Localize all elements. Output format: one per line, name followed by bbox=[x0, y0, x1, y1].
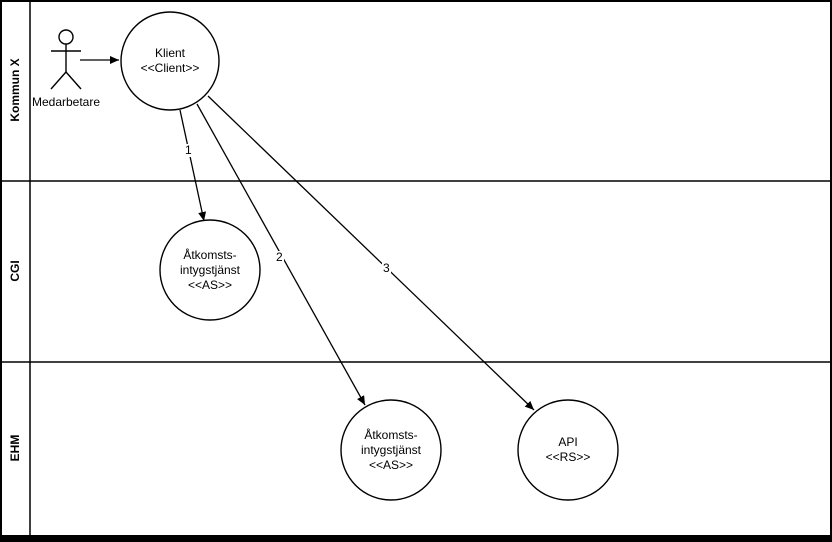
as-ehm-node-title-line1: Åtkomsts- bbox=[364, 427, 418, 442]
api-node-stereotype: <<RS>> bbox=[545, 450, 591, 464]
klient-node-circle bbox=[120, 11, 220, 111]
klient-node-title: Klient bbox=[154, 46, 186, 60]
as-ehm-node-circle bbox=[340, 399, 442, 501]
arrow-2-label: 2 bbox=[275, 250, 284, 264]
arrow-1-label: 1 bbox=[184, 143, 193, 157]
as-cgi-node-label: Åtkomsts- intygstjänst <<AS>> bbox=[160, 220, 260, 320]
actor-head bbox=[58, 29, 74, 45]
actor-right-leg bbox=[65, 71, 82, 90]
api-node-label: API <<RS>> bbox=[518, 400, 618, 500]
lane-label-kommun-x: Kommun X bbox=[8, 58, 22, 122]
klient-node-stereotype: <<Client>> bbox=[140, 61, 200, 75]
api-node-circle bbox=[517, 399, 619, 501]
arrow-3-klient-to-api bbox=[207, 95, 535, 411]
as-cgi-node-title-line2: intygstjänst bbox=[179, 262, 241, 277]
as-cgi-node-stereotype: <<AS>> bbox=[187, 277, 233, 292]
as-ehm-node-label: Åtkomsts- intygstjänst <<AS>> bbox=[341, 400, 441, 500]
actor-left-leg bbox=[50, 71, 67, 90]
api-node-title: API bbox=[558, 435, 578, 449]
arrow-1-klient-to-as-cgi bbox=[179, 109, 207, 222]
klient-node-label: Klient <<Client>> bbox=[121, 12, 219, 110]
lane-label-cgi: CGI bbox=[8, 260, 22, 282]
as-ehm-node-stereotype: <<AS>> bbox=[368, 457, 414, 472]
actor-label: Medarbetare bbox=[31, 95, 101, 109]
as-cgi-node-circle bbox=[159, 219, 261, 321]
as-cgi-node-title-line1: Åtkomsts- bbox=[183, 247, 237, 262]
actor-stick-figure bbox=[50, 29, 82, 90]
arrow-3-label: 3 bbox=[382, 261, 391, 275]
lane-label-ehm: EHM bbox=[8, 434, 22, 462]
diagram-bottom-bar bbox=[0, 535, 832, 540]
as-ehm-node-title-line2: intygstjänst bbox=[360, 442, 422, 457]
